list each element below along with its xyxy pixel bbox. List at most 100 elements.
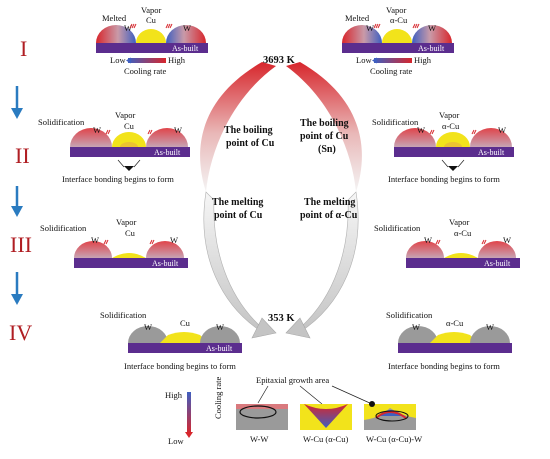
boiling-cu-line2: point of Cu: [226, 138, 275, 149]
w-label: W: [424, 235, 432, 245]
low-label: Low: [110, 55, 126, 65]
melted-label: Melted: [345, 13, 370, 23]
stage-arrow-2-icon: [11, 186, 23, 217]
vapor-marks-icon: [129, 23, 173, 29]
boiling-sn-line1: The boiling: [300, 118, 349, 129]
stage-1-left-panel: As-built Melted Vapor Cu W W Low High Co…: [96, 5, 208, 76]
cooling-rate-label: Cooling rate: [124, 66, 166, 76]
boiling-cu-line1: The boiling: [224, 125, 273, 136]
w-label: W: [498, 125, 506, 135]
cooling-scale-bar: [374, 58, 412, 63]
stage-arrow-1-icon: [11, 86, 23, 119]
w-label: W: [503, 235, 511, 245]
legend-high-label: High: [165, 390, 183, 400]
w-label: W: [170, 235, 178, 245]
cu-label: Cu: [146, 15, 157, 25]
asbuilt-label: As-built: [152, 259, 179, 268]
epitaxial-zone-icon: [239, 405, 277, 419]
wcu-label: W-Cu (α-Cu): [303, 434, 348, 444]
stage-3-left-panel: As-built Solidification Vapor Cu W W: [40, 217, 188, 268]
w-label: W: [124, 23, 132, 33]
stage-2-right-panel: As-built Solidification Vapor α-Cu W W I…: [372, 110, 514, 184]
stage-2-left-panel: As-built Solidification Vapor Cu W W Int…: [38, 110, 190, 184]
asbuilt-label: As-built: [478, 148, 505, 157]
alpha-cu-label: α-Cu: [390, 15, 408, 25]
melted-label: Melted: [102, 13, 127, 23]
top-temperature: 3693 K: [263, 55, 296, 66]
vapor-label: Vapor: [141, 5, 161, 15]
w-label: W: [174, 125, 182, 135]
vapor-label: Vapor: [386, 5, 406, 15]
stage-label-3: III: [10, 232, 32, 257]
legend-cooling-rate-label: Cooling rate: [213, 377, 223, 419]
vapor-marks-icon: [429, 129, 477, 135]
asbuilt-label: As-built: [206, 344, 233, 353]
w-label: W: [428, 23, 436, 33]
epitaxial-label: Epitaxial growth area: [256, 375, 329, 385]
asbuilt-label: As-built: [154, 148, 181, 157]
alpha-cu-label: α-Cu: [442, 121, 460, 131]
stage-arrow-3-icon: [11, 272, 23, 305]
asbuilt-label: As-built: [418, 44, 445, 53]
cooling-scale-bar: [128, 58, 166, 63]
alpha-cu-label: α-Cu: [454, 228, 472, 238]
cooling-arrowhead-left-icon: [251, 317, 277, 339]
melting-cu-line2: point of Cu: [214, 210, 263, 221]
boiling-sn-line3: (Sn): [318, 144, 336, 155]
vapor-marks-icon: [105, 129, 153, 135]
asbuilt-label: As-built: [172, 44, 199, 53]
heating-arc-left: [200, 62, 276, 192]
solidification-label: Solidification: [372, 117, 419, 127]
scale-arrow-icon: [372, 57, 377, 64]
w-label: W: [144, 322, 152, 332]
vapor-marks-icon: [435, 239, 487, 245]
w-label: W: [366, 23, 374, 33]
vapor-label: Vapor: [115, 110, 135, 120]
scale-arrow-icon: [126, 57, 131, 64]
cooling-rate-label: Cooling rate: [370, 66, 412, 76]
interface-label: Interface bonding begins to form: [388, 174, 500, 184]
w-label: W: [486, 322, 494, 332]
stage-label-2: II: [15, 143, 30, 168]
high-label: High: [414, 55, 432, 65]
w-label: W: [412, 322, 420, 332]
stage-1-right-panel: As-built Melted Vapor α-Cu W W Low High …: [342, 5, 454, 76]
ww-label: W-W: [250, 434, 268, 444]
bottom-temperature: 353 K: [268, 313, 295, 324]
vapor-label: Vapor: [116, 217, 136, 227]
alpha-cu-label: α-Cu: [446, 318, 464, 328]
w-label: W: [91, 235, 99, 245]
cooling-arrowhead-right-icon: [285, 317, 311, 339]
solidification-label: Solidification: [374, 223, 421, 233]
stage-3-right-panel: As-built Solidification Vapor α-Cu W W: [374, 217, 520, 268]
stage-label-4: IV: [9, 320, 32, 345]
temperature-cycle: [200, 62, 362, 339]
legend-scale-arrow-icon: [185, 432, 193, 438]
melting-acu-line1: The melting: [304, 197, 355, 208]
solidification-label: Solidification: [386, 310, 433, 320]
w-label: W: [216, 322, 224, 332]
boiling-sn-line2: point of Cu: [300, 131, 349, 142]
solidification-label: Solidification: [38, 117, 85, 127]
legend-low-label: Low: [168, 436, 184, 446]
w-label: W: [93, 125, 101, 135]
solidification-label: Solidification: [40, 223, 87, 233]
vapor-marks-icon: [373, 23, 420, 29]
wcuw-label: W-Cu (α-Cu)-W: [366, 434, 422, 444]
stage-4-left-panel: As-built Solidification Cu W W Interface…: [100, 310, 242, 371]
heating-arc-right: [286, 62, 362, 192]
stage-label-1: I: [20, 36, 27, 61]
high-label: High: [168, 55, 186, 65]
stage-4-right-panel: Solidification α-Cu W W Interface bondin…: [386, 310, 512, 371]
interface-label: Interface bonding begins to form: [388, 361, 500, 371]
w-label: W: [183, 23, 191, 33]
cu-label: Cu: [125, 228, 136, 238]
solidification-label: Solidification: [100, 310, 147, 320]
interface-label: Interface bonding begins to form: [124, 361, 236, 371]
vapor-label: Vapor: [449, 217, 469, 227]
low-label: Low: [356, 55, 372, 65]
melting-acu-line2: point of α-Cu: [300, 210, 358, 221]
melting-cu-line1: The melting: [212, 197, 263, 208]
